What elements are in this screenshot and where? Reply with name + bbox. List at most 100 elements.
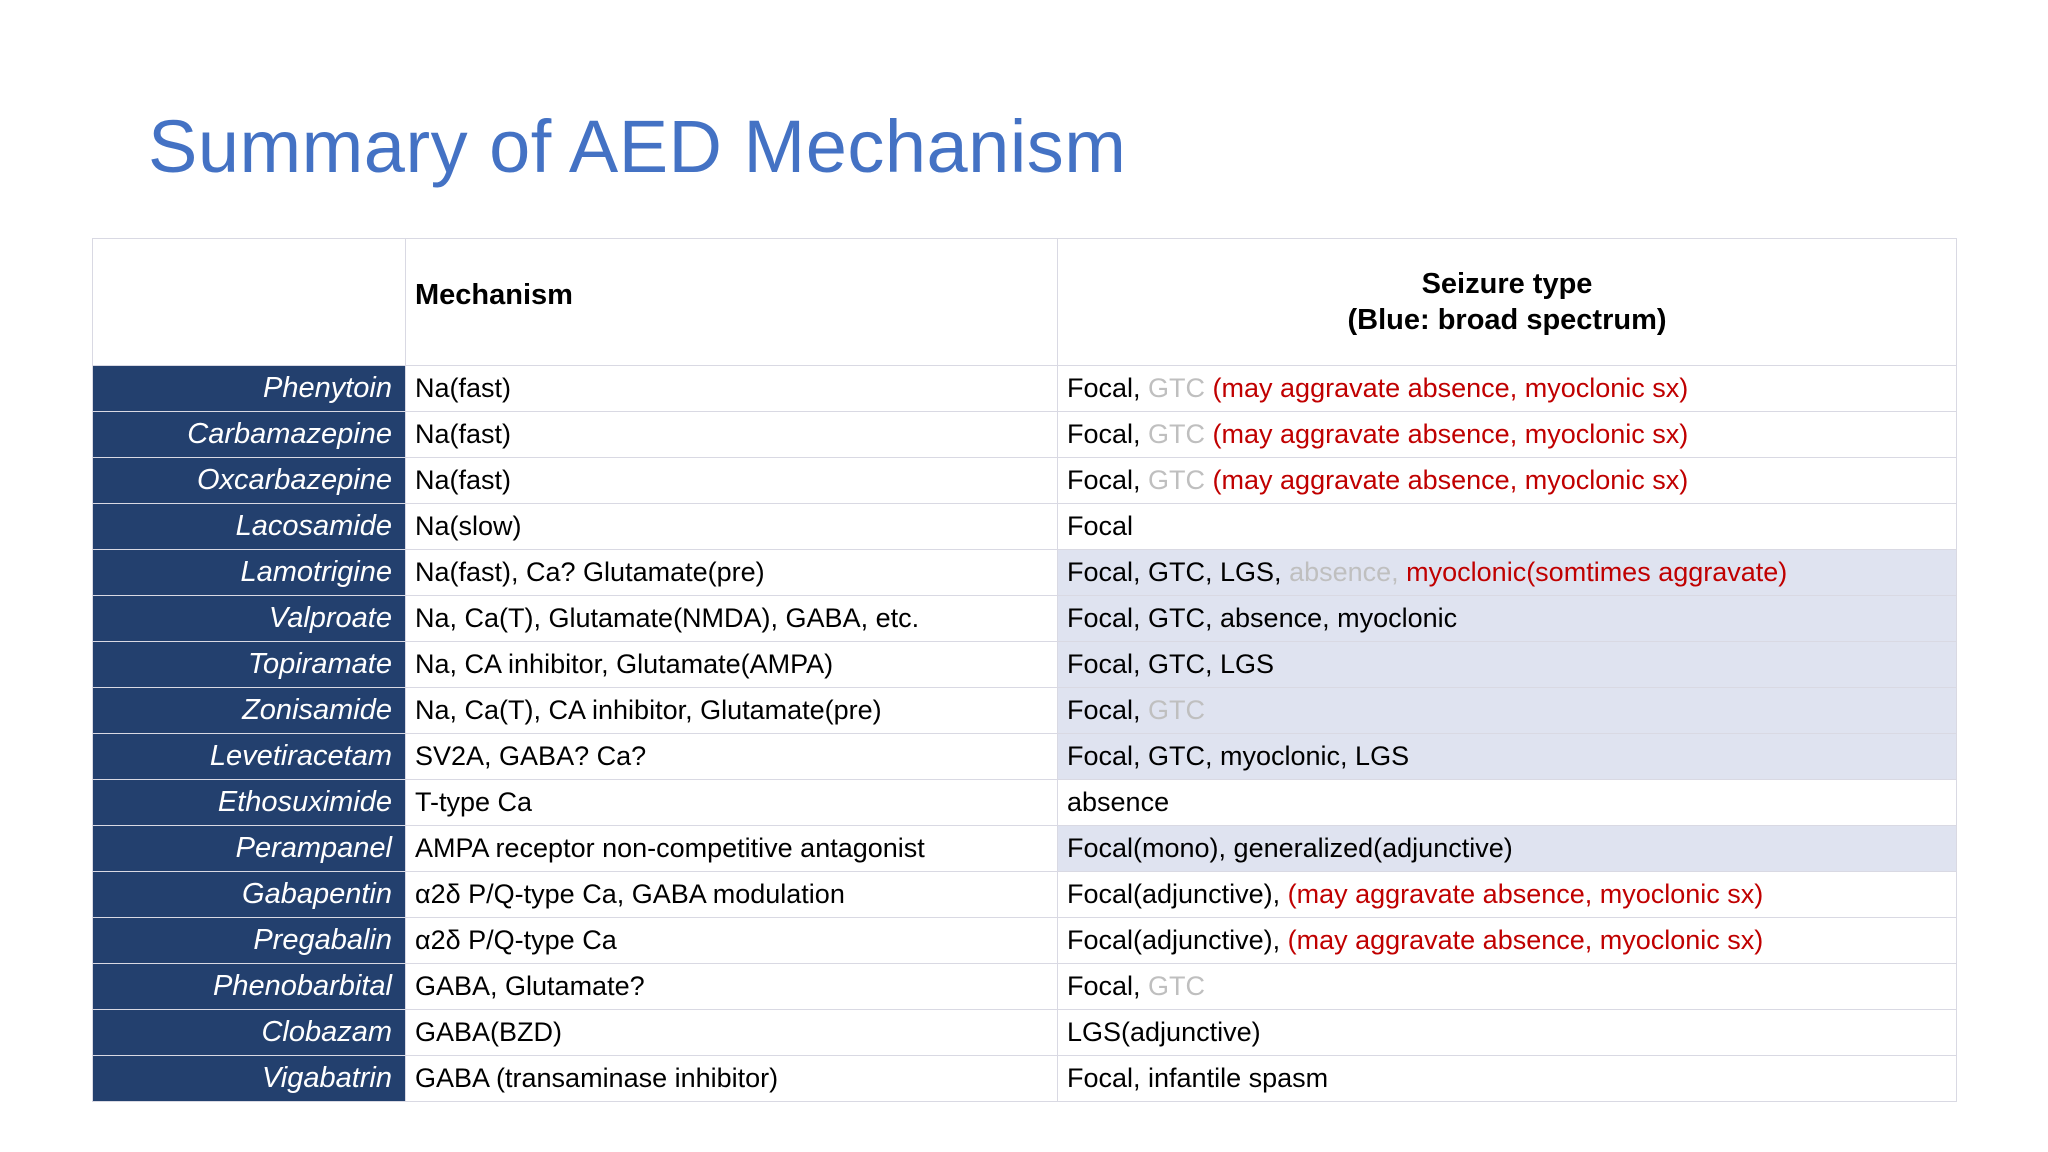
mechanism-cell: Na, Ca(T), Glutamate(NMDA), GABA, etc.	[405, 595, 1058, 642]
drug-name-cell: Topiramate	[92, 641, 406, 688]
seizure-type-segment: myoclonic(somtimes aggravate)	[1406, 557, 1788, 587]
seizure-type-segment: Focal,	[1067, 695, 1149, 725]
drug-name-cell: Gabapentin	[92, 871, 406, 918]
seizure-type-cell: Focal	[1057, 503, 1957, 550]
header-seizure-type-line1: Seizure type	[1421, 267, 1593, 300]
seizure-type-cell: Focal, GTC, myoclonic, LGS	[1057, 733, 1957, 780]
drug-name-cell: Phenobarbital	[92, 963, 406, 1010]
seizure-type-cell: Focal, GTC, LGS, absence, myoclonic(somt…	[1057, 549, 1957, 596]
mechanism-cell: α2δ P/Q-type Ca	[405, 917, 1058, 964]
seizure-type-segment: LGS(adjunctive)	[1067, 1017, 1261, 1047]
seizure-type-cell: absence	[1057, 779, 1957, 826]
drug-name-cell: Vigabatrin	[92, 1055, 406, 1102]
seizure-type-segment: Focal	[1067, 511, 1134, 541]
seizure-type-segment: GTC	[1148, 373, 1213, 403]
mechanism-cell: Na(fast)	[405, 411, 1058, 458]
mechanism-cell: SV2A, GABA? Ca?	[405, 733, 1058, 780]
drug-name-cell: Clobazam	[92, 1009, 406, 1056]
table-header-row: Mechanism Seizure type (Blue: broad spec…	[92, 238, 1957, 366]
seizure-type-cell: Focal, GTC, absence, myoclonic	[1057, 595, 1957, 642]
seizure-type-cell: Focal(adjunctive), (may aggravate absenc…	[1057, 871, 1957, 918]
seizure-type-segment: (may aggravate absence, myoclonic sx)	[1212, 419, 1689, 449]
mechanism-cell: GABA, Glutamate?	[405, 963, 1058, 1010]
seizure-type-cell: Focal, GTC	[1057, 963, 1957, 1010]
drug-name-cell: Ethosuximide	[92, 779, 406, 826]
seizure-type-segment: Focal(mono), generalized(adjunctive)	[1067, 833, 1513, 863]
seizure-type-segment: Focal, GTC, absence, myoclonic	[1067, 603, 1458, 633]
seizure-type-cell: Focal, GTC (may aggravate absence, myocl…	[1057, 457, 1957, 504]
seizure-type-segment: Focal,	[1067, 373, 1149, 403]
seizure-type-segment: absence	[1067, 787, 1170, 817]
seizure-type-segment: GTC	[1148, 419, 1213, 449]
seizure-type-cell: Focal, GTC	[1057, 687, 1957, 734]
mechanism-cell: Na(slow)	[405, 503, 1058, 550]
seizure-type-cell: Focal(mono), generalized(adjunctive)	[1057, 825, 1957, 872]
seizure-type-segment: (may aggravate absence, myoclonic sx)	[1287, 879, 1764, 909]
mechanism-cell: Na, CA inhibitor, Glutamate(AMPA)	[405, 641, 1058, 688]
drug-name-cell: Levetiracetam	[92, 733, 406, 780]
drug-name-cell: Lamotrigine	[92, 549, 406, 596]
mechanism-cell: T-type Ca	[405, 779, 1058, 826]
drug-name-cell: Zonisamide	[92, 687, 406, 734]
drug-name-cell: Pregabalin	[92, 917, 406, 964]
seizure-type-segment: Focal, GTC, LGS,	[1067, 557, 1290, 587]
drug-name-cell: Oxcarbazepine	[92, 457, 406, 504]
seizure-type-segment: Focal(adjunctive),	[1067, 925, 1288, 955]
mechanism-cell: Na(fast), Ca? Glutamate(pre)	[405, 549, 1058, 596]
seizure-type-cell: Focal, infantile spasm	[1057, 1055, 1957, 1102]
drug-name-cell: Perampanel	[92, 825, 406, 872]
aed-mechanism-table: Mechanism Seizure type (Blue: broad spec…	[92, 238, 1957, 1102]
seizure-type-segment: Focal,	[1067, 465, 1149, 495]
seizure-type-segment: (may aggravate absence, myoclonic sx)	[1287, 925, 1764, 955]
seizure-type-segment: (may aggravate absence, myoclonic sx)	[1212, 373, 1689, 403]
seizure-type-segment: Focal,	[1067, 419, 1149, 449]
seizure-type-segment: Focal, GTC, LGS	[1067, 649, 1275, 679]
header-seizure-type: Seizure type (Blue: broad spectrum)	[1057, 238, 1957, 366]
seizure-type-segment: absence,	[1289, 557, 1407, 587]
drug-name-cell: Carbamazepine	[92, 411, 406, 458]
seizure-type-cell: Focal, GTC, LGS	[1057, 641, 1957, 688]
mechanism-cell: α2δ P/Q-type Ca, GABA modulation	[405, 871, 1058, 918]
mechanism-cell: AMPA receptor non-competitive antagonist	[405, 825, 1058, 872]
seizure-type-segment: Focal, infantile spasm	[1067, 1063, 1329, 1093]
mechanism-cell: Na, Ca(T), CA inhibitor, Glutamate(pre)	[405, 687, 1058, 734]
seizure-type-cell: Focal(adjunctive), (may aggravate absenc…	[1057, 917, 1957, 964]
seizure-type-segment: Focal(adjunctive),	[1067, 879, 1288, 909]
seizure-type-segment: GTC	[1148, 465, 1213, 495]
seizure-type-cell: Focal, GTC (may aggravate absence, myocl…	[1057, 365, 1957, 412]
header-seizure-type-line2: (Blue: broad spectrum)	[1347, 304, 1667, 336]
seizure-type-segment: GTC	[1148, 971, 1206, 1001]
seizure-type-segment: Focal,	[1067, 971, 1149, 1001]
seizure-type-segment: (may aggravate absence, myoclonic sx)	[1212, 465, 1689, 495]
drug-name-cell: Lacosamide	[92, 503, 406, 550]
drug-name-cell: Valproate	[92, 595, 406, 642]
seizure-type-segment: Focal, GTC, myoclonic, LGS	[1067, 741, 1410, 771]
mechanism-cell: GABA (transaminase inhibitor)	[405, 1055, 1058, 1102]
header-mechanism: Mechanism	[405, 238, 1058, 366]
header-drug-column	[92, 238, 406, 366]
drug-name-cell: Phenytoin	[92, 365, 406, 412]
seizure-type-segment: GTC	[1148, 695, 1206, 725]
seizure-type-cell: Focal, GTC (may aggravate absence, myocl…	[1057, 411, 1957, 458]
page-title: Summary of AED Mechanism	[148, 105, 1127, 188]
mechanism-cell: Na(fast)	[405, 457, 1058, 504]
seizure-type-cell: LGS(adjunctive)	[1057, 1009, 1957, 1056]
mechanism-cell: GABA(BZD)	[405, 1009, 1058, 1056]
